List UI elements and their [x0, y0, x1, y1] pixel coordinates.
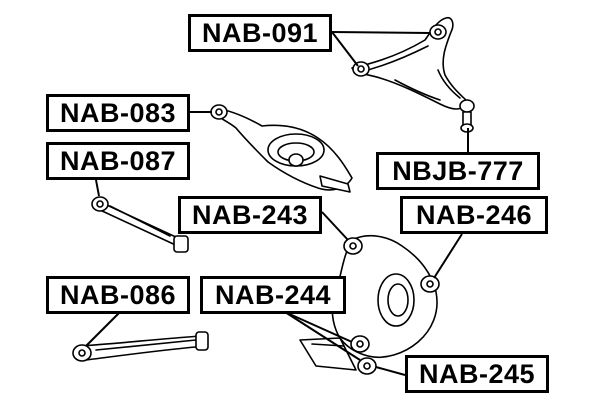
- label-nab-245: NAB-245: [405, 355, 549, 393]
- label-nab-086: NAB-086: [46, 276, 190, 314]
- label-nab-091: NAB-091: [188, 14, 332, 52]
- bushing-nab-086-outer: [72, 344, 92, 362]
- bushing-nab-086-inner: [195, 331, 209, 351]
- bushing-nab-244: [350, 335, 370, 353]
- bushing-nab-087-outer: [91, 196, 109, 212]
- label-nab-087: NAB-087: [46, 142, 190, 180]
- label-nab-244: NAB-244: [200, 276, 346, 314]
- bushing-nab-091-upper: [429, 24, 447, 40]
- label-nab-246: NAB-246: [400, 196, 548, 234]
- bushing-nab-243: [343, 237, 363, 255]
- bushing-nab-083: [210, 104, 228, 120]
- leader-lines: [85, 31, 469, 376]
- lower-control-arm: [213, 107, 353, 193]
- label-nab-083: NAB-083: [46, 94, 190, 132]
- bushing-nab-246: [420, 275, 440, 293]
- bushing-nab-245: [357, 357, 377, 375]
- ball-joint-nbjb-777: [459, 99, 475, 133]
- label-nbjb-777: NBJB-777: [376, 152, 540, 190]
- trailing-link: [79, 335, 207, 361]
- lateral-link: [95, 199, 183, 249]
- label-nab-243: NAB-243: [178, 196, 322, 234]
- bushing-nab-087-inner: [173, 235, 189, 253]
